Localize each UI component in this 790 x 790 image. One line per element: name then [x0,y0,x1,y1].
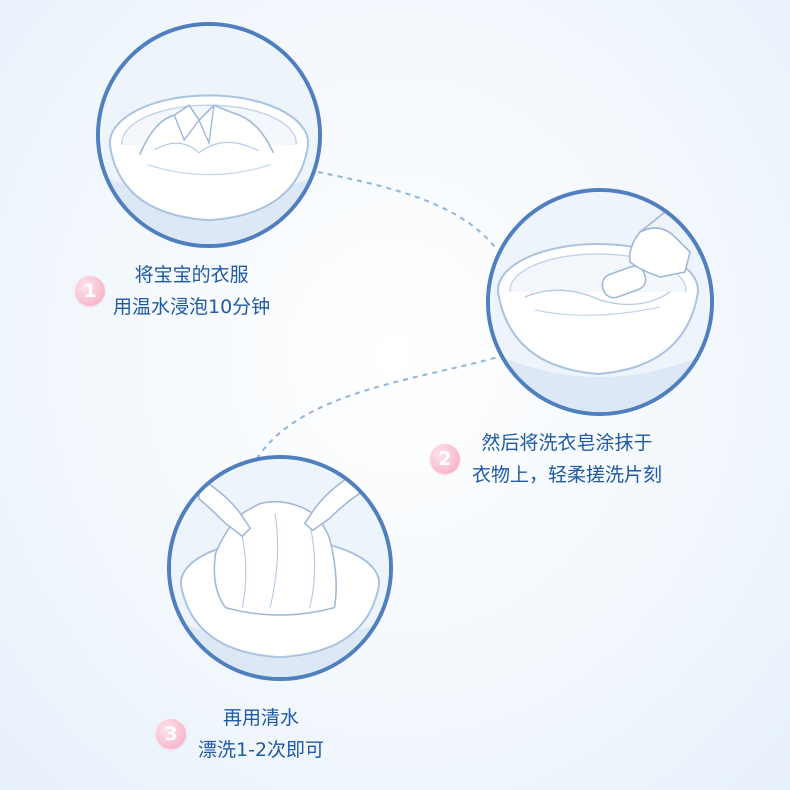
step-2-caption: 然后将洗衣皂涂抹于 衣物上，轻柔搓洗片刻 [472,427,662,491]
step-1-line-2: 用温水浸泡10分钟 [113,296,271,318]
step-3-caption: 再用清水 漂洗1-2次即可 [198,702,324,766]
basin-with-clothes-icon [100,26,318,244]
step-2-badge: 2 [430,444,460,474]
step-3: 3 再用清水 漂洗1-2次即可 [156,702,324,766]
connector-1-to-2 [317,171,498,251]
soak-clothes-illustration [96,22,322,248]
connector-2-to-3 [255,354,506,461]
soap-rub-illustration [486,188,714,416]
step-3-badge: 3 [156,719,186,749]
step-1-line-1: 将宝宝的衣服 [134,264,249,286]
step-2: 2 然后将洗衣皂涂抹于 衣物上，轻柔搓洗片刻 [430,427,662,491]
step-1-badge: 1 [75,276,105,306]
step-3-line-1: 再用清水 [223,707,300,729]
step-1: 1 将宝宝的衣服 用温水浸泡10分钟 [75,259,270,323]
step-2-line-1: 然后将洗衣皂涂抹于 [481,432,653,454]
step-1-caption: 将宝宝的衣服 用温水浸泡10分钟 [113,259,270,323]
rinse-clothes-illustration [167,455,393,681]
hands-lifting-clothes-icon [171,459,389,677]
step-2-line-2: 衣物上，轻柔搓洗片刻 [472,464,663,486]
step-3-line-2: 漂洗1-2次即可 [198,739,325,761]
hand-with-soap-icon [490,192,710,412]
